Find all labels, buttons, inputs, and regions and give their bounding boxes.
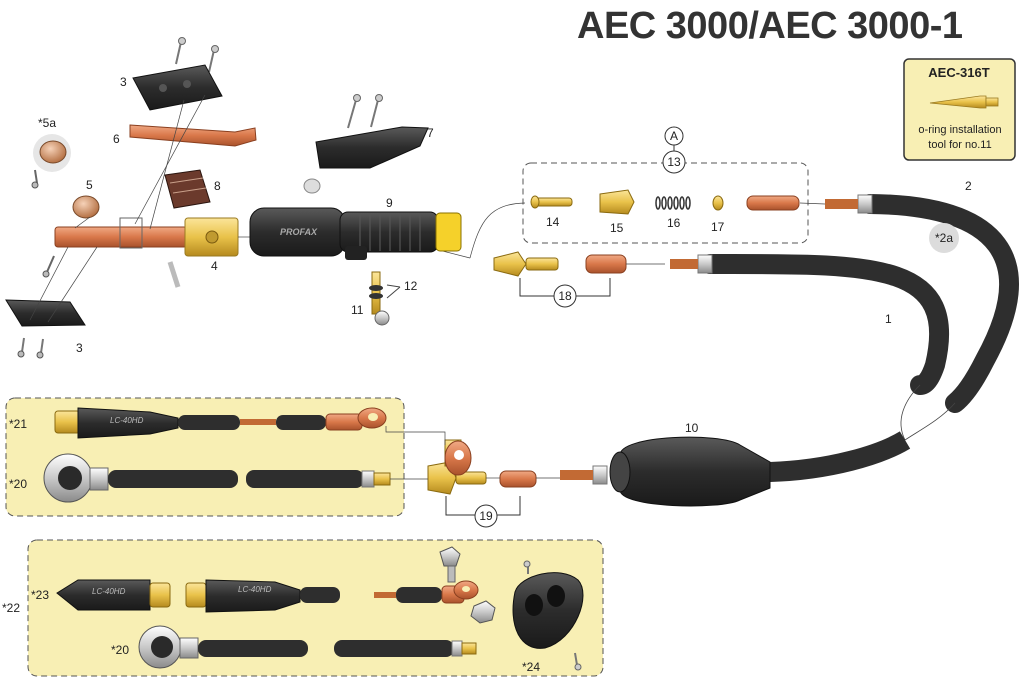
adapter-brand: LC-40HD (110, 416, 144, 425)
label-17: 17 (711, 220, 725, 234)
label-7: 7 (427, 126, 434, 140)
adapter-brand-23a: LC-40HD (92, 587, 126, 596)
dinse-adapter-23: LC-40HD LC-40HD (56, 579, 479, 613)
label-3-top: 3 (120, 75, 127, 89)
tool-code: AEC-316T (928, 65, 989, 80)
label-20-lower: *20 (111, 643, 129, 657)
label-A: A (670, 129, 678, 143)
copper-body (54, 217, 239, 257)
installation-tool-icon (929, 95, 999, 109)
quick-coupler-20b (138, 625, 477, 669)
label-16: 16 (667, 216, 681, 230)
junction-boot (560, 431, 911, 507)
screw-icon (36, 338, 44, 359)
screw-icon (17, 337, 25, 358)
label-1: 1 (885, 312, 892, 326)
screw-icon (347, 94, 361, 129)
label-24: *24 (522, 660, 540, 674)
label-5a: *5a (38, 116, 56, 130)
label-13: 13 (667, 155, 681, 169)
label-15: 15 (610, 221, 624, 235)
label-12: 12 (404, 279, 418, 293)
insulator-plate-bottom (5, 299, 86, 327)
label-2: 2 (965, 179, 972, 193)
handle-cover (315, 126, 429, 169)
screw-icon (175, 37, 186, 65)
label-14: 14 (546, 215, 560, 229)
diagram-title: AEC 3000/AEC 3000-1 (577, 5, 963, 47)
insulator-plate-top (132, 64, 223, 111)
hex-nut-icon (470, 600, 496, 624)
nut-5 (72, 195, 100, 219)
cable-1 (670, 253, 950, 395)
gas-valve (369, 271, 390, 326)
screw-icon (370, 94, 383, 128)
label-6: 6 (113, 132, 120, 146)
bolt-icon (439, 546, 461, 583)
brass-nut (599, 189, 635, 215)
label-23: *23 (31, 588, 49, 602)
torch-handle: PROFAX (249, 207, 462, 260)
brass-fitting-18 (493, 251, 627, 277)
label-21: *21 (9, 417, 27, 431)
label-9: 9 (386, 196, 393, 210)
label-20-upper: *20 (9, 477, 27, 491)
copper-sleeve-19 (499, 470, 537, 488)
screw-icon (208, 45, 219, 73)
gas-nipple (530, 195, 573, 209)
tee-fitting (427, 439, 487, 495)
copper-strap (129, 124, 257, 147)
label-2a: *2a (935, 231, 953, 245)
insulating-boot-24 (512, 560, 584, 671)
tool-caption-1: o-ring installation (918, 124, 1001, 136)
spring (655, 196, 691, 210)
terminal-board (164, 169, 211, 209)
label-11: 11 (351, 303, 364, 317)
label-8: 8 (214, 179, 221, 193)
adapter-brand-23b: LC-40HD (238, 585, 272, 594)
nut-5a (31, 134, 71, 189)
cable-2 (825, 194, 1019, 413)
label-3-bottom: 3 (76, 341, 83, 355)
label-22: *22 (2, 601, 20, 615)
label-18: 18 (558, 289, 572, 303)
dinse-adapter-21: LC-40HD (54, 407, 387, 439)
tool-box: AEC-316T o-ring installation tool for no… (903, 58, 1016, 161)
copper-sleeve (746, 195, 800, 211)
quick-coupler-20 (43, 453, 391, 503)
label-5: 5 (86, 178, 93, 192)
washer (712, 195, 724, 211)
label-10: 10 (685, 421, 699, 435)
tool-caption-2: tool for no.11 (928, 139, 991, 151)
label-19: 19 (479, 509, 493, 523)
label-4: 4 (211, 259, 218, 273)
handle-brand: PROFAX (280, 227, 318, 237)
